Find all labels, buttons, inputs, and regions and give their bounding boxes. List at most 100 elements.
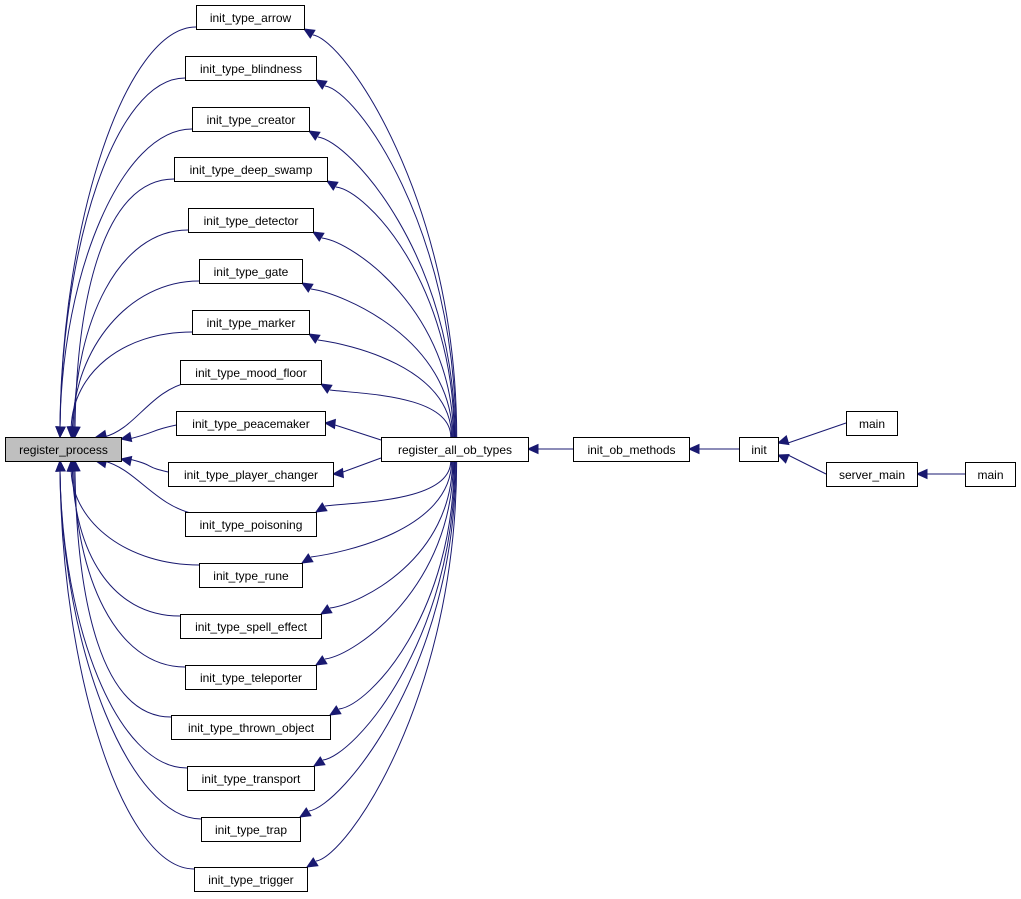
node-init_type_player_changer[interactable]: init_type_player_changer: [168, 462, 334, 487]
arrowhead-icon: [298, 807, 312, 818]
node-box[interactable]: [826, 462, 918, 487]
node-init_type_creator[interactable]: init_type_creator: [192, 107, 310, 132]
node-init_type_marker[interactable]: init_type_marker: [192, 310, 310, 335]
edge-line: [310, 460, 453, 558]
node-label: init_type_blindness: [200, 62, 302, 76]
arrowhead-icon: [325, 180, 339, 191]
arrowhead-icon: [526, 443, 539, 455]
arrowhead-icon: [305, 857, 319, 868]
node-init_type_blindness[interactable]: init_type_blindness: [185, 56, 317, 81]
node-init_type_poisoning[interactable]: init_type_poisoning: [185, 512, 317, 537]
node-init_type_teleporter[interactable]: init_type_teleporter: [185, 665, 317, 690]
node-init[interactable]: init: [739, 437, 779, 462]
node-box[interactable]: [199, 563, 303, 588]
edge-register_all_ob_types-to-init_type_peacemaker: [323, 418, 382, 441]
node-box[interactable]: [180, 360, 322, 385]
node-init_type_gate[interactable]: init_type_gate: [199, 259, 303, 284]
edge-line: [787, 422, 847, 444]
node-init_type_trigger[interactable]: init_type_trigger: [194, 867, 308, 892]
node-box[interactable]: [196, 5, 305, 30]
arrowhead-icon: [119, 455, 133, 467]
node-box[interactable]: [381, 437, 529, 462]
node-init_type_thrown_object[interactable]: init_type_thrown_object: [171, 715, 331, 740]
node-main_2[interactable]: main: [965, 462, 1016, 487]
node-label: init_type_detector: [204, 214, 299, 228]
node-box[interactable]: [180, 614, 322, 639]
node-init_ob_methods[interactable]: init_ob_methods: [573, 437, 690, 462]
edge-line: [70, 331, 193, 428]
edge-register_all_ob_types-to-init_type_gate: [300, 282, 453, 438]
edge-init-to-init_ob_methods: [687, 443, 739, 455]
arrowhead-icon: [776, 434, 790, 446]
edge-line: [321, 237, 454, 438]
node-box[interactable]: [185, 512, 317, 537]
node-init_type_trap[interactable]: init_type_trap: [201, 817, 301, 842]
node-init_type_mood_floor[interactable]: init_type_mood_floor: [180, 360, 322, 385]
node-label: init: [751, 443, 767, 457]
edge-line: [329, 389, 452, 438]
edge-init_type_mood_floor-to-register_process: [94, 381, 191, 441]
edge-line: [74, 470, 172, 718]
nodes-layer: register_process init_type_arrow init_type…: [5, 5, 1016, 892]
node-init_type_arrow[interactable]: init_type_arrow: [196, 5, 305, 30]
node-box[interactable]: [171, 715, 331, 740]
node-box[interactable]: [199, 259, 303, 284]
node-init_type_transport[interactable]: init_type_transport: [187, 766, 315, 791]
edge-line: [71, 280, 200, 428]
edge-line: [324, 85, 457, 438]
node-label: server_main: [839, 468, 905, 482]
node-box[interactable]: [739, 437, 779, 462]
node-box[interactable]: [174, 157, 328, 182]
arrowhead-icon: [312, 756, 326, 767]
node-box[interactable]: [192, 310, 310, 335]
node-init_type_detector[interactable]: init_type_detector: [188, 208, 314, 233]
arrowhead-icon: [915, 468, 928, 480]
edge-register_all_ob_types-to-init_type_marker: [307, 333, 453, 438]
edge-register_all_ob_types-to-init_type_teleporter: [314, 460, 454, 666]
node-register_process[interactable]: register_process: [5, 437, 122, 462]
node-init_type_rune[interactable]: init_type_rune: [199, 563, 303, 588]
node-box[interactable]: [188, 208, 314, 233]
node-box[interactable]: [201, 817, 301, 842]
edge-register_all_ob_types-to-init_type_player_changer: [331, 457, 382, 479]
node-main_1[interactable]: main: [846, 411, 898, 436]
node-box[interactable]: [185, 56, 317, 81]
node-init_type_deep_swamp[interactable]: init_type_deep_swamp: [174, 157, 328, 182]
node-server_main[interactable]: server_main: [826, 462, 918, 487]
node-box[interactable]: [5, 437, 122, 462]
node-label: init_type_thrown_object: [188, 721, 315, 735]
edge-line: [310, 288, 453, 438]
node-label: init_ob_methods: [587, 443, 675, 457]
node-box[interactable]: [965, 462, 1016, 487]
edge-register_all_ob_types-to-init_type_thrown_object: [328, 460, 455, 716]
node-init_type_peacemaker[interactable]: init_type_peacemaker: [176, 411, 326, 436]
node-label: init_type_trap: [215, 823, 287, 837]
node-label: register_all_ob_types: [398, 443, 512, 457]
node-label: main: [977, 468, 1003, 482]
edge-register_all_ob_types-to-init_type_creator: [307, 130, 456, 438]
edge-line: [71, 470, 181, 617]
node-box[interactable]: [573, 437, 690, 462]
node-label: init_type_teleporter: [200, 671, 302, 685]
edge-line: [322, 460, 456, 761]
edge-line: [59, 470, 195, 870]
node-box[interactable]: [192, 107, 310, 132]
node-box[interactable]: [168, 462, 334, 487]
node-init_type_spell_effect[interactable]: init_type_spell_effect: [180, 614, 322, 639]
node-box[interactable]: [187, 766, 315, 791]
node-register_all_ob_types[interactable]: register_all_ob_types: [381, 437, 529, 462]
edge-line: [128, 458, 179, 475]
arrowhead-icon: [311, 231, 325, 242]
edge-register_all_ob_types-to-init_type_trap: [298, 460, 457, 818]
arrowhead-icon: [66, 426, 77, 439]
arrowhead-icon: [314, 502, 328, 513]
node-box[interactable]: [185, 665, 317, 690]
edge-register_all_ob_types-to-init_type_spell_effect: [319, 460, 453, 615]
node-box[interactable]: [846, 411, 898, 436]
edge-init_type_trigger-to-register_process: [55, 459, 195, 870]
node-box[interactable]: [194, 867, 308, 892]
arrowhead-icon: [300, 282, 314, 293]
arrowhead-icon: [119, 431, 133, 443]
node-box[interactable]: [176, 411, 326, 436]
